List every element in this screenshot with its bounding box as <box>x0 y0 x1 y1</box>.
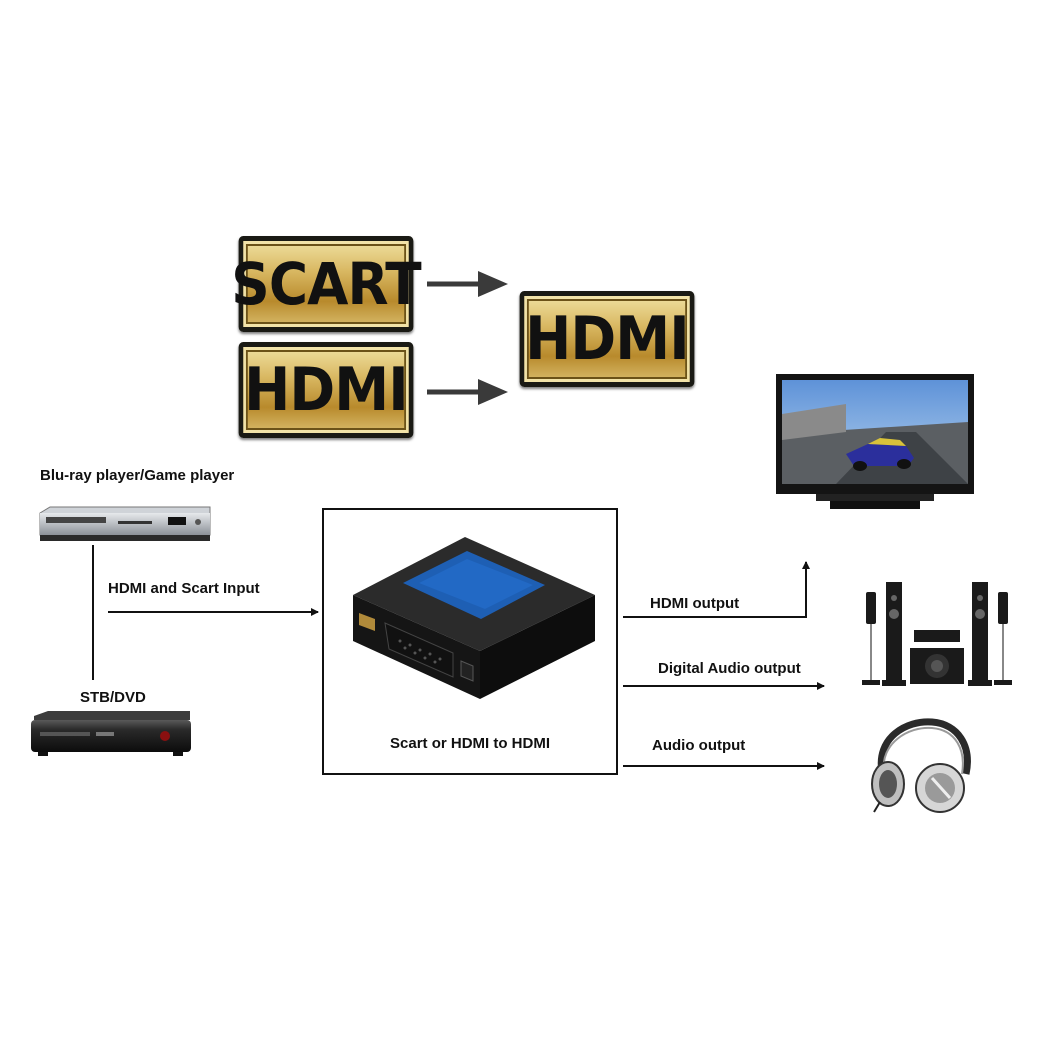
hdmi-output-badge: HDMI <box>519 291 695 387</box>
hdmi-output-arrow <box>623 561 810 618</box>
scart-badge: SCART <box>231 236 422 332</box>
bluray-label: Blu-ray player/Game player <box>40 467 235 484</box>
stb-label: STB/DVD <box>80 689 146 706</box>
hdmi-output-label: HDMI output <box>650 595 740 612</box>
scart-to-hdmi-arrow <box>427 271 508 297</box>
input-label: HDMI and Scart Input <box>108 580 260 597</box>
converter-frame <box>322 508 618 775</box>
headphones-icon <box>871 718 971 813</box>
digital-audio-output-label: Digital Audio output <box>658 660 801 677</box>
scart-badge-text: SCART <box>231 250 421 318</box>
converter-label: Scart or HDMI to HDMI <box>390 735 551 752</box>
tv-icon <box>776 374 974 509</box>
hdmi-to-hdmi-arrow <box>427 379 508 405</box>
bluray-player-icon <box>39 506 211 541</box>
hdmi-input-badge: HDMI <box>238 342 414 438</box>
speaker-system-icon <box>862 582 1012 686</box>
hdmi-input-badge-text: HDMI <box>244 355 409 425</box>
hdmi-output-badge-text: HDMI <box>525 304 690 374</box>
stb-dvd-icon <box>31 711 191 756</box>
audio-output-label: Audio output <box>652 737 746 754</box>
converter-box-icon <box>353 537 595 699</box>
